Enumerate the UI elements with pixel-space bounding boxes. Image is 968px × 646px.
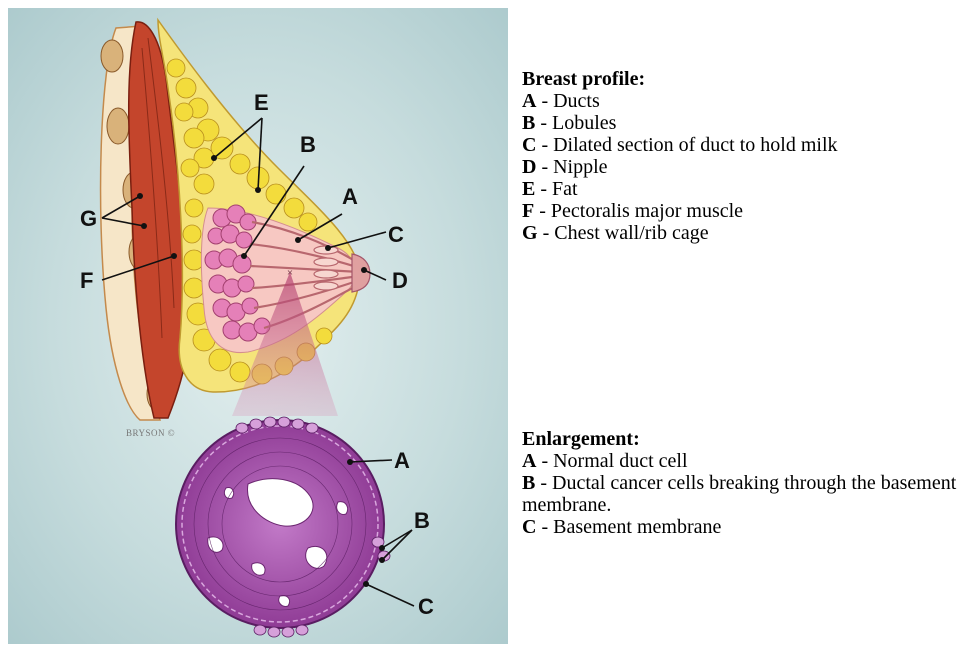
diagram-label-e: E: [254, 90, 269, 115]
legend-enlargement-title: Enlargement:: [522, 428, 962, 450]
diagram-label-c: C: [388, 222, 404, 247]
diagram-label-a: A: [342, 184, 358, 209]
anatomy-figure: ×: [8, 8, 508, 644]
legend-breast-profile: Breast profile: A - Ducts B - Lobules C …: [522, 68, 838, 244]
enlargement-label-b: B: [414, 508, 430, 533]
diagram-label-f: F: [80, 268, 93, 293]
diagram-label-g: G: [80, 206, 97, 231]
diagram-label-d: D: [392, 268, 408, 293]
legend-item: B - Ductal cancer cells breaking through…: [522, 472, 962, 516]
legend-profile-title: Breast profile:: [522, 68, 838, 90]
legend-item: C - Dilated section of duct to hold milk: [522, 134, 838, 156]
legend-enlargement: Enlargement: A - Normal duct cell B - Du…: [522, 428, 962, 538]
enlargement-label-c: C: [418, 594, 434, 619]
illustrator-credit: BRYSON ©: [126, 428, 175, 438]
diagram-label-b: B: [300, 132, 316, 157]
enlargement-label-a: A: [394, 448, 410, 473]
legend-item: A - Normal duct cell: [522, 450, 962, 472]
legend-item: E - Fat: [522, 178, 838, 200]
legend-item: C - Basement membrane: [522, 516, 962, 538]
legend-item: G - Chest wall/rib cage: [522, 222, 838, 244]
legend-item: D - Nipple: [522, 156, 838, 178]
legend-item: A - Ducts: [522, 90, 838, 112]
legend-item: F - Pectoralis major muscle: [522, 200, 838, 222]
svg-text:×: ×: [287, 267, 293, 279]
legend-item: B - Lobules: [522, 112, 838, 134]
